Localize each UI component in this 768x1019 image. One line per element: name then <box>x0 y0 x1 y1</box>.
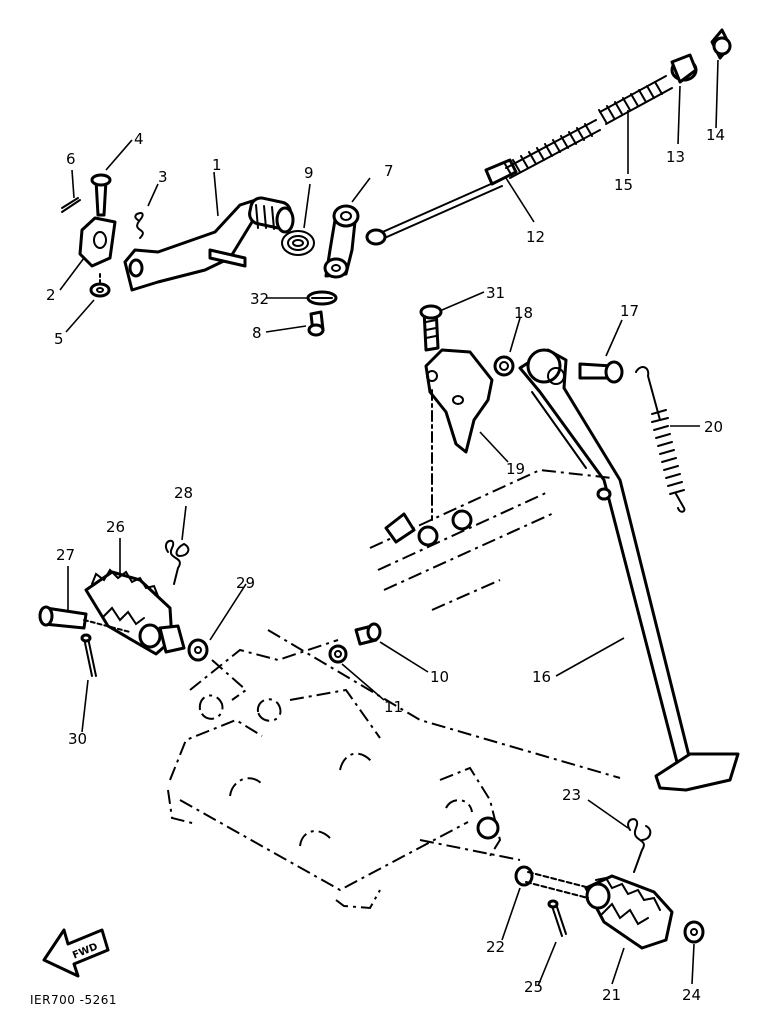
callout-25: 25 <box>524 978 543 996</box>
fwd-arrow-icon: FWD <box>42 928 110 978</box>
right-footrest-washer-part <box>683 920 705 944</box>
callout-2: 2 <box>46 286 56 304</box>
right-footrest-spring-part <box>627 818 652 873</box>
bolt-10-and-washer-11 <box>328 622 382 664</box>
left-footrest-pin-part <box>38 605 131 633</box>
callout-21: 21 <box>602 986 621 1004</box>
callout-17: 17 <box>620 302 639 320</box>
right-footrest-part <box>584 874 674 950</box>
callout-7: 7 <box>384 162 394 180</box>
callout-28: 28 <box>174 484 193 502</box>
left-footrest-washer-part <box>187 638 209 662</box>
callout-27: 27 <box>56 546 75 564</box>
callout-13: 13 <box>666 148 685 166</box>
shift-pedal-part <box>123 196 295 292</box>
pedal-tip-bracket-part <box>61 173 144 298</box>
callout-6: 6 <box>66 150 76 168</box>
callout-24: 24 <box>682 986 701 1004</box>
callout-29: 29 <box>236 574 255 592</box>
left-cotter-pin-part <box>80 633 97 677</box>
callout-5: 5 <box>54 330 64 348</box>
right-footrest-pin-part <box>514 865 591 899</box>
callout-4: 4 <box>134 130 144 148</box>
right-cotter-pin-part <box>547 899 567 937</box>
sidestand-spring-part <box>635 366 686 513</box>
callout-20: 20 <box>704 418 723 436</box>
callout-1: 1 <box>212 156 222 174</box>
callout-19: 19 <box>506 460 525 478</box>
callout-15: 15 <box>614 176 633 194</box>
callout-32: 32 <box>250 290 269 308</box>
callout-numbers: 1 2 3 4 5 6 7 8 9 10 11 12 13 14 15 16 1… <box>46 126 725 1004</box>
callout-14: 14 <box>706 126 725 144</box>
callout-22: 22 <box>486 938 505 956</box>
leader-lines <box>59 59 719 987</box>
shift-shaft-spring-part <box>281 230 315 256</box>
callout-23: 23 <box>562 786 581 804</box>
shift-arm-part <box>323 204 360 279</box>
callout-26: 26 <box>106 518 125 536</box>
callout-18: 18 <box>514 304 533 322</box>
callout-10: 10 <box>430 668 449 686</box>
sidestand-part <box>493 348 740 792</box>
left-footrest-spring-part <box>165 539 190 585</box>
callout-3: 3 <box>158 168 168 186</box>
callout-12: 12 <box>526 228 545 246</box>
callout-11: 11 <box>384 698 403 716</box>
sidestand-bracket-part <box>419 304 494 521</box>
callout-9: 9 <box>304 164 314 182</box>
callout-31: 31 <box>486 284 505 302</box>
washer-32-and-bolt-8 <box>306 290 338 337</box>
callout-16: 16 <box>532 668 551 686</box>
callout-30: 30 <box>68 730 87 748</box>
left-footrest-part <box>84 568 186 656</box>
drawing-code: IER700 -5261 <box>30 993 117 1007</box>
callout-8: 8 <box>252 324 262 342</box>
rod-spring-part <box>504 28 732 179</box>
frame-phantom-outline <box>167 468 621 910</box>
